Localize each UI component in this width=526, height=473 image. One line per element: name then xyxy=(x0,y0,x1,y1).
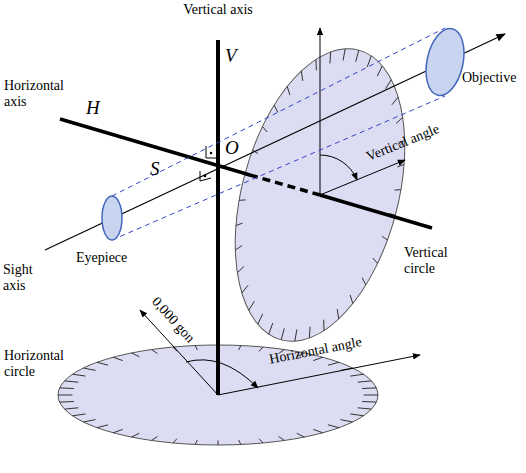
tick-mark xyxy=(350,295,353,304)
tick-mark xyxy=(259,439,263,443)
tick-mark xyxy=(337,309,339,319)
right-angle-dot xyxy=(210,152,213,155)
tick-mark xyxy=(328,362,339,365)
tick-mark xyxy=(242,285,248,293)
telescope-outline xyxy=(112,96,445,240)
tick-mark xyxy=(97,362,108,365)
right-angle-mark xyxy=(206,146,218,158)
tick-mark xyxy=(83,420,95,422)
tick-mark xyxy=(392,97,398,105)
tick-mark xyxy=(396,117,403,123)
part-label: Objective xyxy=(462,70,516,86)
tick-mark xyxy=(309,327,311,339)
tick-mark xyxy=(362,401,376,403)
objective-lens xyxy=(420,25,469,99)
vertical-angle-arrow xyxy=(320,160,405,195)
tick-mark xyxy=(287,86,290,95)
tick-mark xyxy=(356,50,359,62)
tick-mark xyxy=(358,381,372,382)
tick-mark xyxy=(239,346,241,351)
tick-mark xyxy=(173,439,177,443)
part-label: Vertical circle xyxy=(404,245,474,277)
tick-mark xyxy=(239,199,245,200)
horizontal-angle-arc xyxy=(186,360,258,388)
tick-mark xyxy=(269,323,273,334)
tick-mark xyxy=(60,401,74,403)
tick-mark xyxy=(295,330,297,342)
tick-mark xyxy=(382,236,387,240)
tick-mark xyxy=(235,246,242,250)
tick-mark xyxy=(113,429,123,432)
tick-mark xyxy=(395,189,401,190)
axis-letter: H xyxy=(86,98,100,118)
tick-mark xyxy=(58,395,72,396)
zenith-arrow xyxy=(320,28,321,195)
tick-mark xyxy=(313,429,323,432)
tick-mark xyxy=(239,440,241,445)
tick-mark xyxy=(350,374,363,376)
tick-mark xyxy=(274,105,278,112)
eyepiece-lens xyxy=(102,196,122,240)
tick-mark xyxy=(323,320,324,331)
tick-mark xyxy=(259,347,263,351)
tick-mark xyxy=(65,408,79,409)
tick-mark xyxy=(377,66,382,76)
tick-mark xyxy=(132,433,140,437)
tick-mark xyxy=(132,353,140,357)
telescope-outline xyxy=(112,28,445,196)
part-label: Horizontal circle xyxy=(4,348,78,380)
tick-mark xyxy=(195,440,197,445)
tick-mark xyxy=(301,71,303,81)
tick-mark xyxy=(236,223,243,226)
vertical-angle-arc xyxy=(320,155,357,180)
reference-label: 0,000 gon xyxy=(148,294,198,346)
tick-mark xyxy=(152,436,158,440)
tick-mark xyxy=(362,278,366,285)
tick-mark xyxy=(73,374,86,376)
horizontal-axis-line xyxy=(320,195,432,228)
horizontal-angle-arrow xyxy=(218,355,420,395)
tick-mark xyxy=(73,414,86,416)
tick-mark xyxy=(329,52,331,64)
tick-mark xyxy=(362,387,376,389)
tick-mark xyxy=(218,441,219,446)
tick-mark xyxy=(279,436,285,440)
tick-mark xyxy=(373,258,378,264)
axis-letter: S xyxy=(150,159,160,179)
tick-mark xyxy=(249,301,255,310)
tick-mark xyxy=(297,433,305,437)
horizontal-axis-hidden xyxy=(250,175,320,195)
tick-mark xyxy=(358,408,372,409)
axis-label: Vertical axis xyxy=(180,2,256,18)
tick-mark xyxy=(152,350,158,354)
tick-mark xyxy=(97,425,108,428)
tick-mark xyxy=(350,414,363,416)
axis-letter: V xyxy=(225,46,237,66)
tick-mark xyxy=(316,59,317,70)
tick-mark xyxy=(281,328,284,340)
tick-mark xyxy=(195,346,197,351)
tick-mark xyxy=(328,425,339,428)
tick-mark xyxy=(60,387,74,389)
tick-mark xyxy=(397,164,404,167)
point-letter: O xyxy=(225,138,239,158)
right-angle-mark xyxy=(200,171,211,181)
axis-label: Sight axis xyxy=(3,262,53,294)
tick-mark xyxy=(364,395,378,396)
tick-mark xyxy=(113,357,123,360)
tick-mark xyxy=(83,368,95,370)
tick-mark xyxy=(263,127,268,133)
tick-mark xyxy=(237,267,244,273)
part-label: Eyepiece xyxy=(76,250,127,266)
axis-label: Horizontal axis xyxy=(4,78,78,110)
tick-mark xyxy=(341,420,353,422)
vertical-axis-line xyxy=(216,40,220,395)
right-angle-dot xyxy=(204,175,207,178)
tick-mark xyxy=(258,314,263,324)
tick-mark xyxy=(65,381,79,382)
tick-mark xyxy=(343,49,345,61)
